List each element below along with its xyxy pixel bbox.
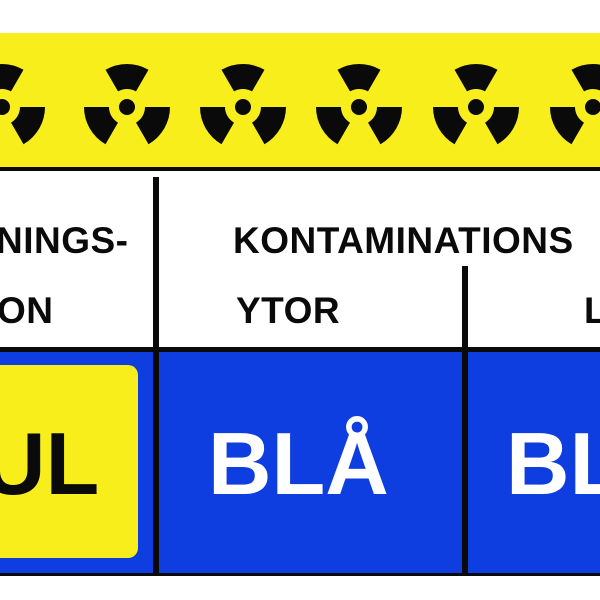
radiation-trefoil-icon xyxy=(316,64,402,145)
top-border-line xyxy=(0,167,600,171)
header-col2-line1: KONTAMINATIONS xyxy=(233,220,574,261)
yellow-cell xyxy=(0,365,138,558)
blue-cell-2-label: BL xyxy=(506,414,600,513)
radiation-trefoil-icon xyxy=(550,64,600,145)
header-col2-line2: YTOR xyxy=(236,290,341,331)
blue-cell-2 xyxy=(468,352,600,573)
blue-cell-1-label: BLÅ xyxy=(208,414,389,513)
column-divider-left xyxy=(153,177,159,573)
header-col3-line2: L xyxy=(584,290,600,331)
header-col1-line2: ON xyxy=(0,290,54,331)
radiation-trefoil-icon xyxy=(200,64,286,145)
bottom-border-line xyxy=(0,573,600,576)
header-col1-line1: NINGS- xyxy=(0,220,129,261)
yellow-warning-band xyxy=(0,33,600,168)
radiation-trefoil-icon xyxy=(433,64,519,145)
column-divider-right xyxy=(462,266,468,573)
radiation-trefoil-icon xyxy=(0,64,45,145)
radiation-trefoil-icon xyxy=(84,64,170,145)
header-divider-line xyxy=(0,347,600,352)
yellow-cell-label: UL xyxy=(0,414,100,513)
blue-cell-1 xyxy=(159,352,462,573)
